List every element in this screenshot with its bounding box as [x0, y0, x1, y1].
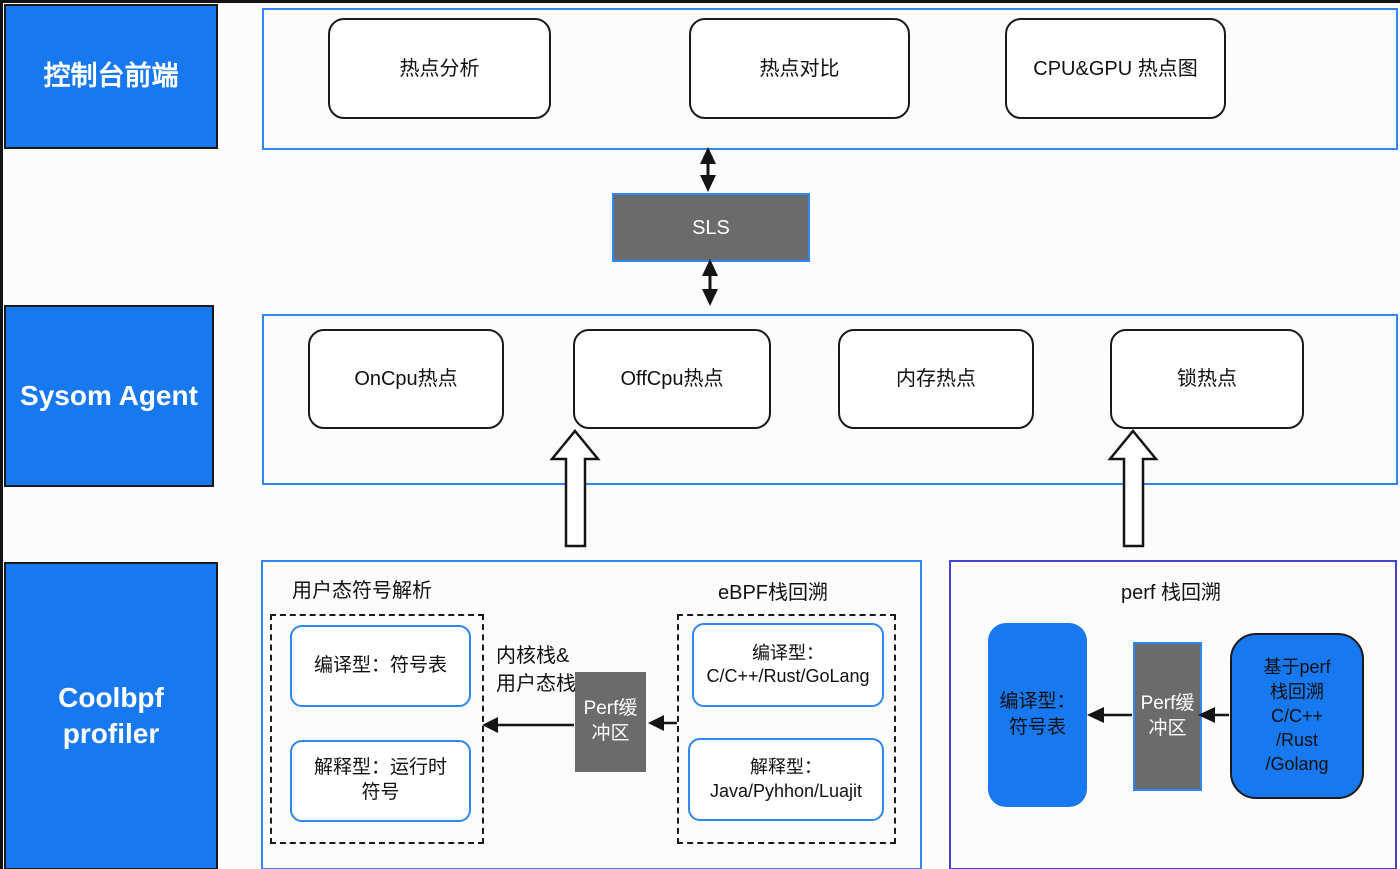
perf-buffer-left-label: Perf缓 冲区 [583, 698, 638, 744]
perf-buffer-box-right: Perf缓 冲区 [1133, 642, 1202, 791]
sls-box: SLS [612, 193, 810, 262]
double-arrow-frontend-sls [700, 147, 716, 192]
top-edge-line [0, 0, 1400, 3]
node-perf-symbol-table-label: 编译型： 符号表 [999, 691, 1076, 738]
side-label-console-frontend: 控制台前端 [4, 4, 218, 149]
frontend-container [262, 8, 1398, 150]
node-oncpu-hotspot-label: OnCpu热点 [354, 368, 458, 390]
node-compiled-symbol-table-label: 编译型：符号表 [313, 654, 447, 676]
agent-container [262, 314, 1398, 485]
sls-label: SLS [692, 216, 730, 239]
node-interpreted-runtime-symbol: 解释型：运行时 符号 [290, 740, 471, 822]
left-edge-line [0, 0, 3, 869]
node-perf-stack-unwind-label: 基于perf 栈回溯 C/C++ /Rust /Golang [1263, 657, 1331, 775]
perf-buffer-right-label: Perf缓 冲区 [1140, 692, 1195, 739]
perf-stack-title: perf 栈回溯 [1120, 582, 1222, 604]
node-hotspot-compare-label: 热点对比 [759, 57, 840, 80]
ebpf-dashed-box [677, 614, 896, 844]
side-label-coolbpf-profiler-text: Coolbpf profiler [58, 681, 164, 749]
double-arrow-sls-agent [702, 259, 718, 306]
node-oncpu-hotspot: OnCpu热点 [308, 329, 504, 429]
user-symbol-title: 用户态符号解析 [292, 580, 432, 602]
node-compiled-symbol-table: 编译型：符号表 [290, 625, 471, 707]
node-cpu-gpu-heatmap: CPU&GPU 热点图 [1005, 18, 1226, 119]
side-label-console-frontend-text: 控制台前端 [43, 60, 179, 91]
node-ebpf-compiled-label: 编译型： C/C++/Rust/GoLang [706, 642, 870, 686]
node-ebpf-interpreted: 解释型： Java/Pyhhon/Luajit [688, 738, 884, 821]
node-perf-symbol-table: 编译型： 符号表 [988, 623, 1087, 807]
node-offcpu-hotspot-label: OffCpu热点 [620, 368, 724, 390]
perf-buffer-box-left: Perf缓 冲区 [575, 672, 646, 772]
side-label-coolbpf-profiler: Coolbpf profiler [4, 562, 218, 869]
side-label-sysom-agent: Sysom Agent [4, 305, 214, 487]
node-memory-hotspot: 内存热点 [838, 329, 1034, 429]
side-label-sysom-agent-text: Sysom Agent [20, 379, 198, 411]
node-interpreted-runtime-symbol-label: 解释型：运行时 符号 [313, 757, 447, 803]
node-offcpu-hotspot: OffCpu热点 [573, 329, 771, 429]
node-ebpf-interpreted-label: 解释型： Java/Pyhhon/Luajit [709, 757, 863, 801]
node-hotspot-analysis: 热点分析 [328, 18, 551, 119]
node-hotspot-analysis-label: 热点分析 [399, 57, 480, 80]
ebpf-stack-title: eBPF栈回溯 [717, 582, 829, 604]
node-lock-hotspot-label: 锁热点 [1177, 368, 1237, 390]
node-perf-stack-unwind: 基于perf 栈回溯 C/C++ /Rust /Golang [1230, 633, 1364, 799]
node-memory-hotspot-label: 内存热点 [896, 368, 976, 390]
node-cpu-gpu-heatmap-label: CPU&GPU 热点图 [1033, 57, 1198, 80]
node-hotspot-compare: 热点对比 [689, 18, 910, 119]
kernel-user-stack-label: 内核栈& 用户态栈 [496, 645, 576, 695]
node-ebpf-compiled: 编译型： C/C++/Rust/GoLang [692, 623, 884, 707]
node-lock-hotspot: 锁热点 [1110, 329, 1304, 429]
